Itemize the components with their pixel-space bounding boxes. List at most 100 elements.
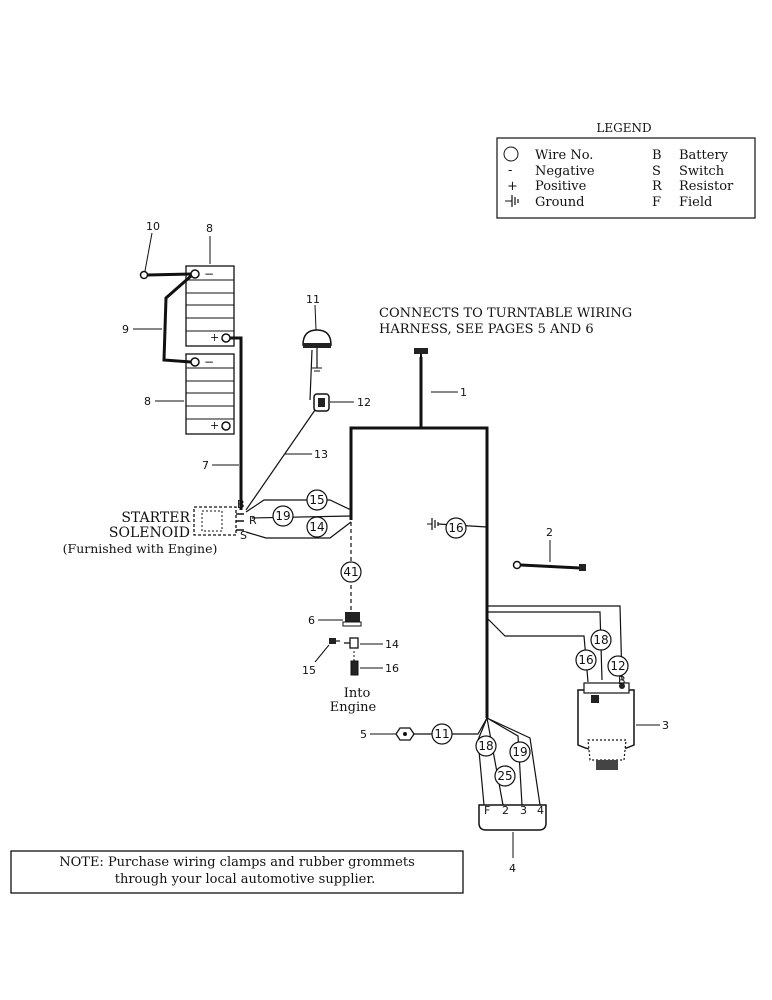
generator-terminal-b: B — [618, 674, 626, 687]
turntable-connector-icon — [414, 348, 428, 360]
battery-upper-pos-mark: + — [210, 331, 219, 344]
ground-cable — [147, 272, 192, 277]
svg-text:14: 14 — [309, 520, 324, 534]
part-label-11: 11 — [306, 293, 320, 306]
pin-4-label: 4 — [537, 804, 544, 817]
wire-number-14: 14 — [306, 516, 328, 538]
svg-text:19: 19 — [275, 509, 290, 523]
wire-25-run — [486, 717, 504, 806]
cable-2-lug-left — [512, 560, 522, 570]
terminal-s-label: S — [240, 529, 247, 542]
legend-title: LEGEND — [596, 121, 651, 135]
wire-number-19a: 19 — [272, 505, 294, 527]
pin-f-label: F — [484, 804, 490, 817]
pin-2-label: 2 — [502, 804, 509, 817]
part-label-8-upper: 8 — [206, 222, 213, 235]
sender-icon — [342, 612, 362, 627]
battery-lower-pos-mark: + — [210, 419, 219, 432]
part-label-3: 3 — [662, 719, 669, 732]
legend-wire-no: Wire No. — [535, 148, 593, 163]
svg-text:15: 15 — [309, 493, 324, 507]
wire-number-16a: 16 — [445, 517, 467, 539]
wire-number-11: 11 — [431, 723, 453, 745]
wire-number-18b: 18 — [475, 735, 497, 757]
wire-19-conn-run — [486, 717, 523, 806]
wire-number-symbol — [503, 146, 519, 162]
positive-cable — [230, 336, 243, 510]
terminal-r-label: R — [249, 514, 257, 527]
battery-upper-neg-mark: − — [204, 267, 214, 281]
battery-upper-neg-terminal — [190, 269, 200, 279]
note-line2: through your local automotive supplier. — [115, 872, 376, 887]
part-label-7: 7 — [202, 459, 209, 472]
ground-lug-icon — [139, 270, 149, 280]
part-label-16: 16 — [385, 662, 399, 675]
wire-16-gen-run — [486, 617, 589, 683]
battery-jumper-cable — [162, 274, 192, 364]
main-harness — [349, 426, 489, 718]
legend: LEGEND - + Wire No. Negative Positive Gr… — [496, 121, 756, 219]
generator-icon — [577, 682, 635, 770]
note-box — [10, 850, 464, 894]
lamp-icon — [302, 329, 332, 372]
wire-number-18a: 18 — [590, 629, 612, 651]
svg-text:41: 41 — [343, 565, 358, 579]
into-engine-line1: Into — [344, 686, 371, 701]
positive-symbol: + — [507, 179, 518, 194]
wire-13 — [245, 409, 316, 511]
svg-text:12: 12 — [610, 659, 625, 673]
turntable-note-line2: HARNESS, SEE PAGES 5 AND 6 — [379, 322, 594, 337]
note-line1: NOTE: Purchase wiring clamps and rubber … — [59, 855, 415, 870]
starter-solenoid-icon — [193, 506, 244, 536]
svg-text:11: 11 — [434, 727, 449, 741]
battery-lower-pos-terminal — [221, 421, 231, 431]
wire-number-19b: 19 — [509, 741, 531, 763]
wire-number-41: 41 — [340, 561, 362, 583]
svg-text:18: 18 — [478, 739, 493, 753]
battery-lower-neg-mark: − — [204, 355, 214, 369]
wire-12-run — [487, 605, 623, 681]
pin-3-label: 3 — [520, 804, 527, 817]
wire-4-run — [486, 717, 541, 806]
legend-code-s: S — [652, 164, 661, 179]
part-label-15: 15 — [302, 664, 316, 677]
into-engine-line2: Engine — [330, 700, 377, 715]
legend-code-r: R — [652, 179, 663, 194]
turntable-note-line1: CONNECTS TO TURNTABLE WIRING — [379, 306, 632, 321]
wire-number-15: 15 — [306, 489, 328, 511]
starter-label-line2: SOLENOID — [109, 525, 190, 541]
starter-label-line1: STARTER — [121, 510, 190, 526]
legend-negative: Negative — [535, 164, 595, 179]
part-label-13: 13 — [314, 448, 328, 461]
part-label-8-lower: 8 — [144, 395, 151, 408]
part-label-2: 2 — [546, 526, 553, 539]
battery-upper: − + — [185, 265, 235, 347]
lamp-wire — [309, 349, 313, 401]
cable-2 — [520, 563, 581, 570]
legend-field: Field — [679, 195, 712, 210]
wire-14-run — [245, 521, 352, 539]
svg-text:19: 19 — [512, 745, 527, 759]
ground-symbol-icon — [505, 195, 519, 207]
part-label-9: 9 — [122, 323, 129, 336]
battery-upper-pos-terminal — [221, 333, 231, 343]
legend-positive: Positive — [535, 179, 587, 194]
part-label-5: 5 — [360, 728, 367, 741]
legend-code-f: F — [652, 195, 661, 210]
legend-resistor: Resistor — [679, 179, 734, 194]
wire-18-gen-run — [487, 611, 603, 681]
connector-4-icon — [478, 804, 547, 831]
connector-16-icon — [350, 651, 359, 676]
wire-number-25: 25 — [494, 765, 516, 787]
legend-ground: Ground — [535, 195, 585, 210]
wire-15-run — [245, 499, 352, 513]
part-label-14: 14 — [385, 638, 399, 651]
negative-symbol: - — [508, 163, 512, 178]
cable-2-lug-right — [579, 564, 586, 571]
part-label-12: 12 — [357, 396, 371, 409]
svg-text:16: 16 — [578, 653, 593, 667]
wire-19-run — [251, 515, 352, 519]
part-label-1: 1 — [460, 386, 467, 399]
part-label-4: 4 — [509, 862, 516, 875]
